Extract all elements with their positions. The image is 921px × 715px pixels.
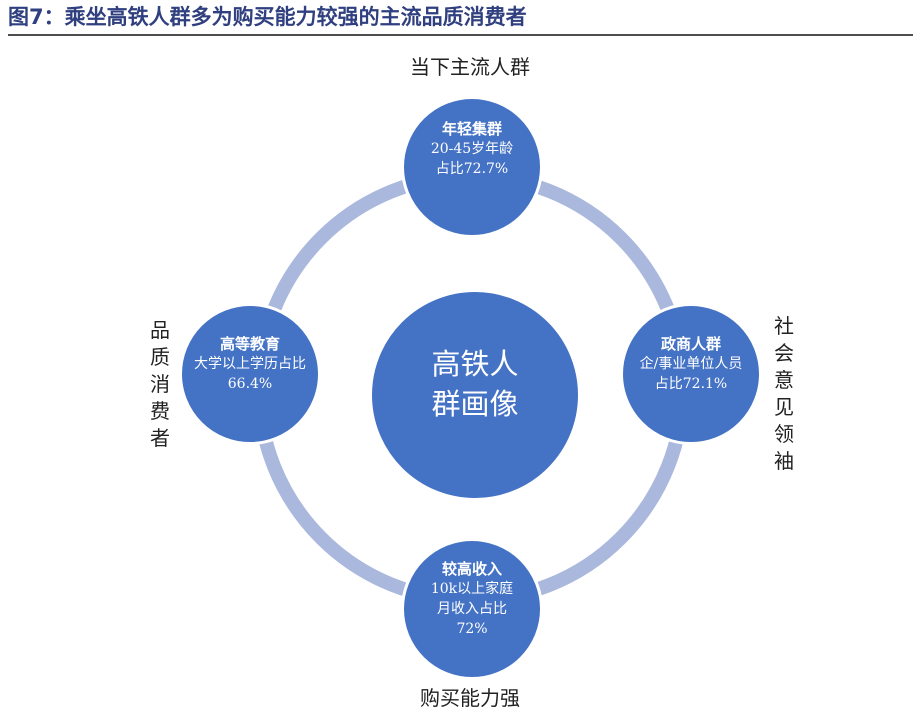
node-heading: 较高收入 (441, 560, 502, 578)
center-node: 高铁人群画像 (369, 289, 581, 501)
node-young-group: 年轻集群 20-45岁年龄占比72.7% (401, 96, 543, 238)
node-high-income: 较高收入 10k以上家庭月收入占比72% (401, 538, 543, 680)
node-body: 20-45岁年龄占比72.7% (430, 141, 514, 177)
node-higher-education: 高等教育 大学以上学历占比66.4% (179, 303, 321, 445)
label-opinion-leader: 社会意见领袖 (774, 314, 794, 473)
figure-title: 图7：乘坐高铁人群多为购买能力较强的主流品质消费者 (8, 5, 527, 29)
node-body: 大学以上学历占比66.4% (194, 356, 306, 392)
node-heading: 政商人群 (660, 335, 721, 353)
node-business-group: 政商人群 企/事业单位人员占比72.1% (620, 303, 762, 445)
node-body: 企/事业单位人员占比72.1% (639, 356, 743, 392)
node-body: 10k以上家庭月收入占比72% (430, 581, 514, 637)
label-purchasing-power: 购买能力强 (420, 686, 520, 710)
label-mainstream: 当下主流人群 (410, 55, 530, 79)
title-divider (8, 34, 913, 36)
node-heading: 年轻集群 (441, 120, 502, 138)
node-heading: 高等教育 (219, 335, 280, 353)
label-quality-consumer: 品质消费者 (150, 318, 170, 450)
